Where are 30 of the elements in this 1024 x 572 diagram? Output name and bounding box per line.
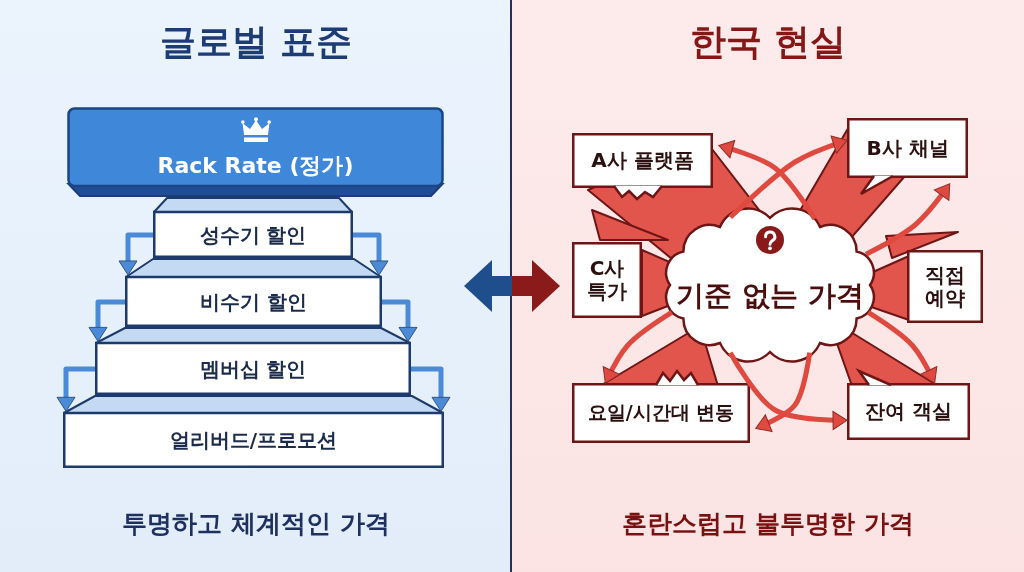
step-label: 멤버십 할인 — [199, 357, 307, 381]
panel-caption: 혼란스럽고 불투명한 가격 — [621, 509, 915, 539]
step-label: 얼리버드/프로모션 — [169, 429, 338, 452]
bubble-label: B사 채널 — [866, 136, 949, 160]
block-label: Rack Rate (정가) — [157, 153, 354, 179]
panel-heading: 한국 현실 — [689, 21, 847, 63]
panel-caption: 투명하고 체계적인 가격 — [122, 509, 390, 539]
step-label: 비수기 할인 — [200, 290, 307, 314]
curved-arrow — [728, 351, 848, 430]
curved-arrow — [755, 352, 813, 432]
cloud-label: 기준 없는 가격 — [676, 279, 864, 313]
step-arrow — [382, 299, 418, 342]
curved-arrow — [866, 310, 938, 384]
step-arrow — [411, 366, 451, 412]
step-arrow — [353, 232, 389, 276]
comparison-panel — [512, 0, 1024, 572]
step-arrow — [56, 366, 95, 412]
bubble-label: A사 플랫폼 — [591, 149, 694, 172]
double-arrow — [464, 260, 560, 312]
bubble-label: C사 특가 — [586, 257, 628, 303]
step-label: 성수기 할인 — [199, 223, 307, 247]
comparison-panel — [0, 0, 512, 572]
bubble-label: 요일/시간대 변동 — [587, 402, 735, 424]
curved-arrow — [602, 310, 674, 384]
step-arrow — [88, 299, 125, 342]
panel-heading: 글로벌 표준 — [159, 21, 353, 63]
curved-arrow — [864, 183, 951, 257]
bubble-label: 잔여 객실 — [865, 400, 952, 423]
step-arrow — [118, 232, 153, 276]
bubble-label: 직접 예약 — [924, 263, 966, 310]
